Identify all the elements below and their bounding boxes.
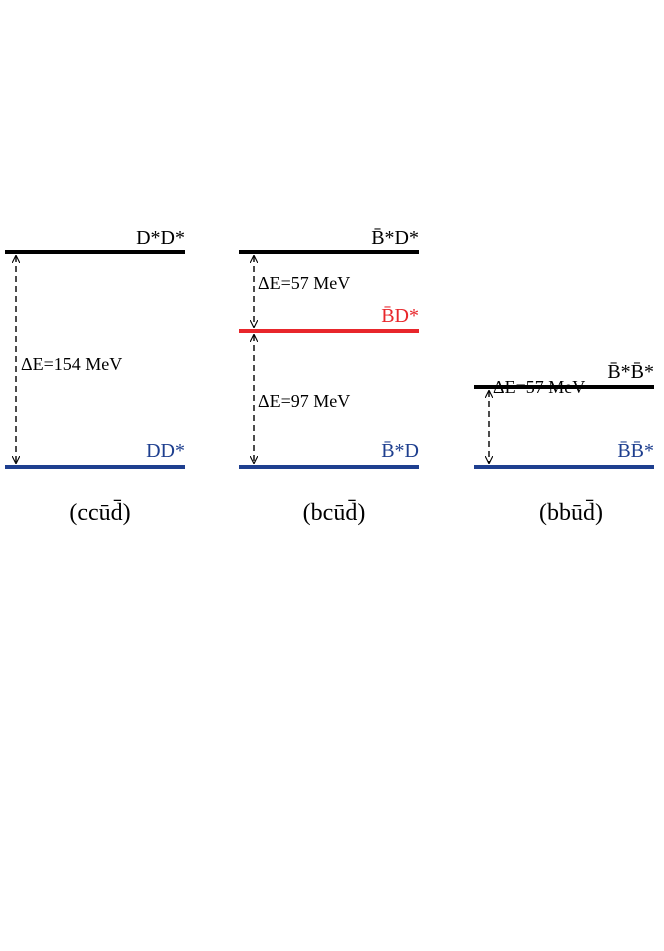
- panel-bbud: B̄*B̄* B̄B̄* ΔE=57 MeV (bbūd̄): [474, 361, 654, 526]
- gap-label: ΔE=97 MeV: [258, 391, 350, 411]
- level-label: B̄D*: [381, 305, 419, 327]
- level-label: B̄*D: [381, 440, 419, 462]
- gap-label: ΔE=57 MeV: [258, 273, 350, 293]
- panel-bcud: B̄*D* B̄D* B̄*D ΔE=57 MeV ΔE=97 MeV (bcū…: [239, 227, 419, 526]
- level-label: B̄B̄*: [617, 440, 654, 462]
- level-label: DD*: [146, 440, 185, 462]
- panel-caption: (bcūd̄): [303, 500, 366, 526]
- level-label: B̄*D*: [371, 227, 419, 249]
- level-label: B̄*B̄*: [607, 361, 654, 383]
- gap-label: ΔE=57 MeV: [493, 377, 585, 397]
- panel-caption: (bbūd̄): [539, 500, 603, 526]
- gap-label: ΔE=154 MeV: [21, 354, 122, 374]
- level-label: D*D*: [136, 227, 185, 249]
- panel-caption: (ccūd̄): [69, 500, 130, 526]
- panel-ccud: D*D* DD* ΔE=154 MeV (ccūd̄): [5, 227, 185, 526]
